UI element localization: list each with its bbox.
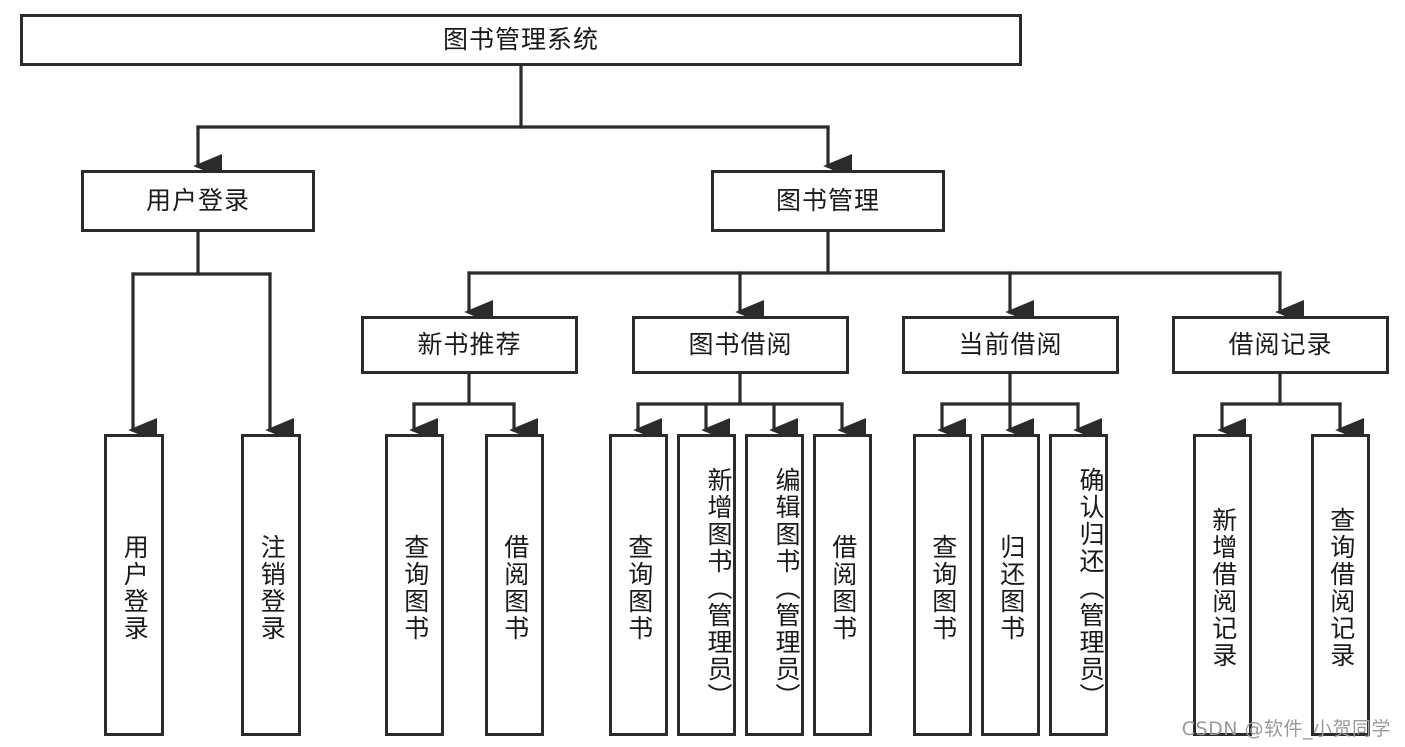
node-borrow-record[interactable]: 借阅记录 bbox=[1172, 316, 1389, 374]
node-leaf-user-login[interactable]: 用户登录 bbox=[104, 434, 164, 736]
node-leaf-borrow-book-1[interactable]: 借阅图书 bbox=[485, 434, 544, 736]
node-root-system[interactable]: 图书管理系统 bbox=[20, 14, 1022, 66]
node-leaf-query-book-2[interactable]: 查询图书 bbox=[609, 434, 668, 736]
node-leaf-query-borrow-record[interactable]: 查询借阅记录 bbox=[1311, 434, 1370, 736]
node-leaf-add-borrow-record[interactable]: 新增借阅记录 bbox=[1193, 434, 1252, 736]
node-leaf-logout-login[interactable]: 注销登录 bbox=[241, 434, 301, 736]
node-leaf-confirm-return[interactable]: 确认归还（管理员） bbox=[1049, 434, 1108, 736]
watermark-text: CSDN @软件_小贺同学 bbox=[1181, 718, 1391, 740]
node-user-login[interactable]: 用户登录 bbox=[81, 170, 315, 232]
node-new-book-recommend[interactable]: 新书推荐 bbox=[361, 316, 578, 374]
node-leaf-query-book-3[interactable]: 查询图书 bbox=[913, 434, 972, 736]
node-leaf-query-book-1[interactable]: 查询图书 bbox=[385, 434, 444, 736]
node-leaf-edit-book[interactable]: 编辑图书（管理员） bbox=[745, 434, 804, 736]
node-book-borrow[interactable]: 图书借阅 bbox=[632, 316, 849, 374]
node-book-management[interactable]: 图书管理 bbox=[711, 170, 945, 232]
node-leaf-add-book[interactable]: 新增图书（管理员） bbox=[677, 434, 736, 736]
node-leaf-borrow-book-2[interactable]: 借阅图书 bbox=[813, 434, 872, 736]
node-current-borrow[interactable]: 当前借阅 bbox=[902, 316, 1119, 374]
node-leaf-return-book[interactable]: 归还图书 bbox=[981, 434, 1040, 736]
